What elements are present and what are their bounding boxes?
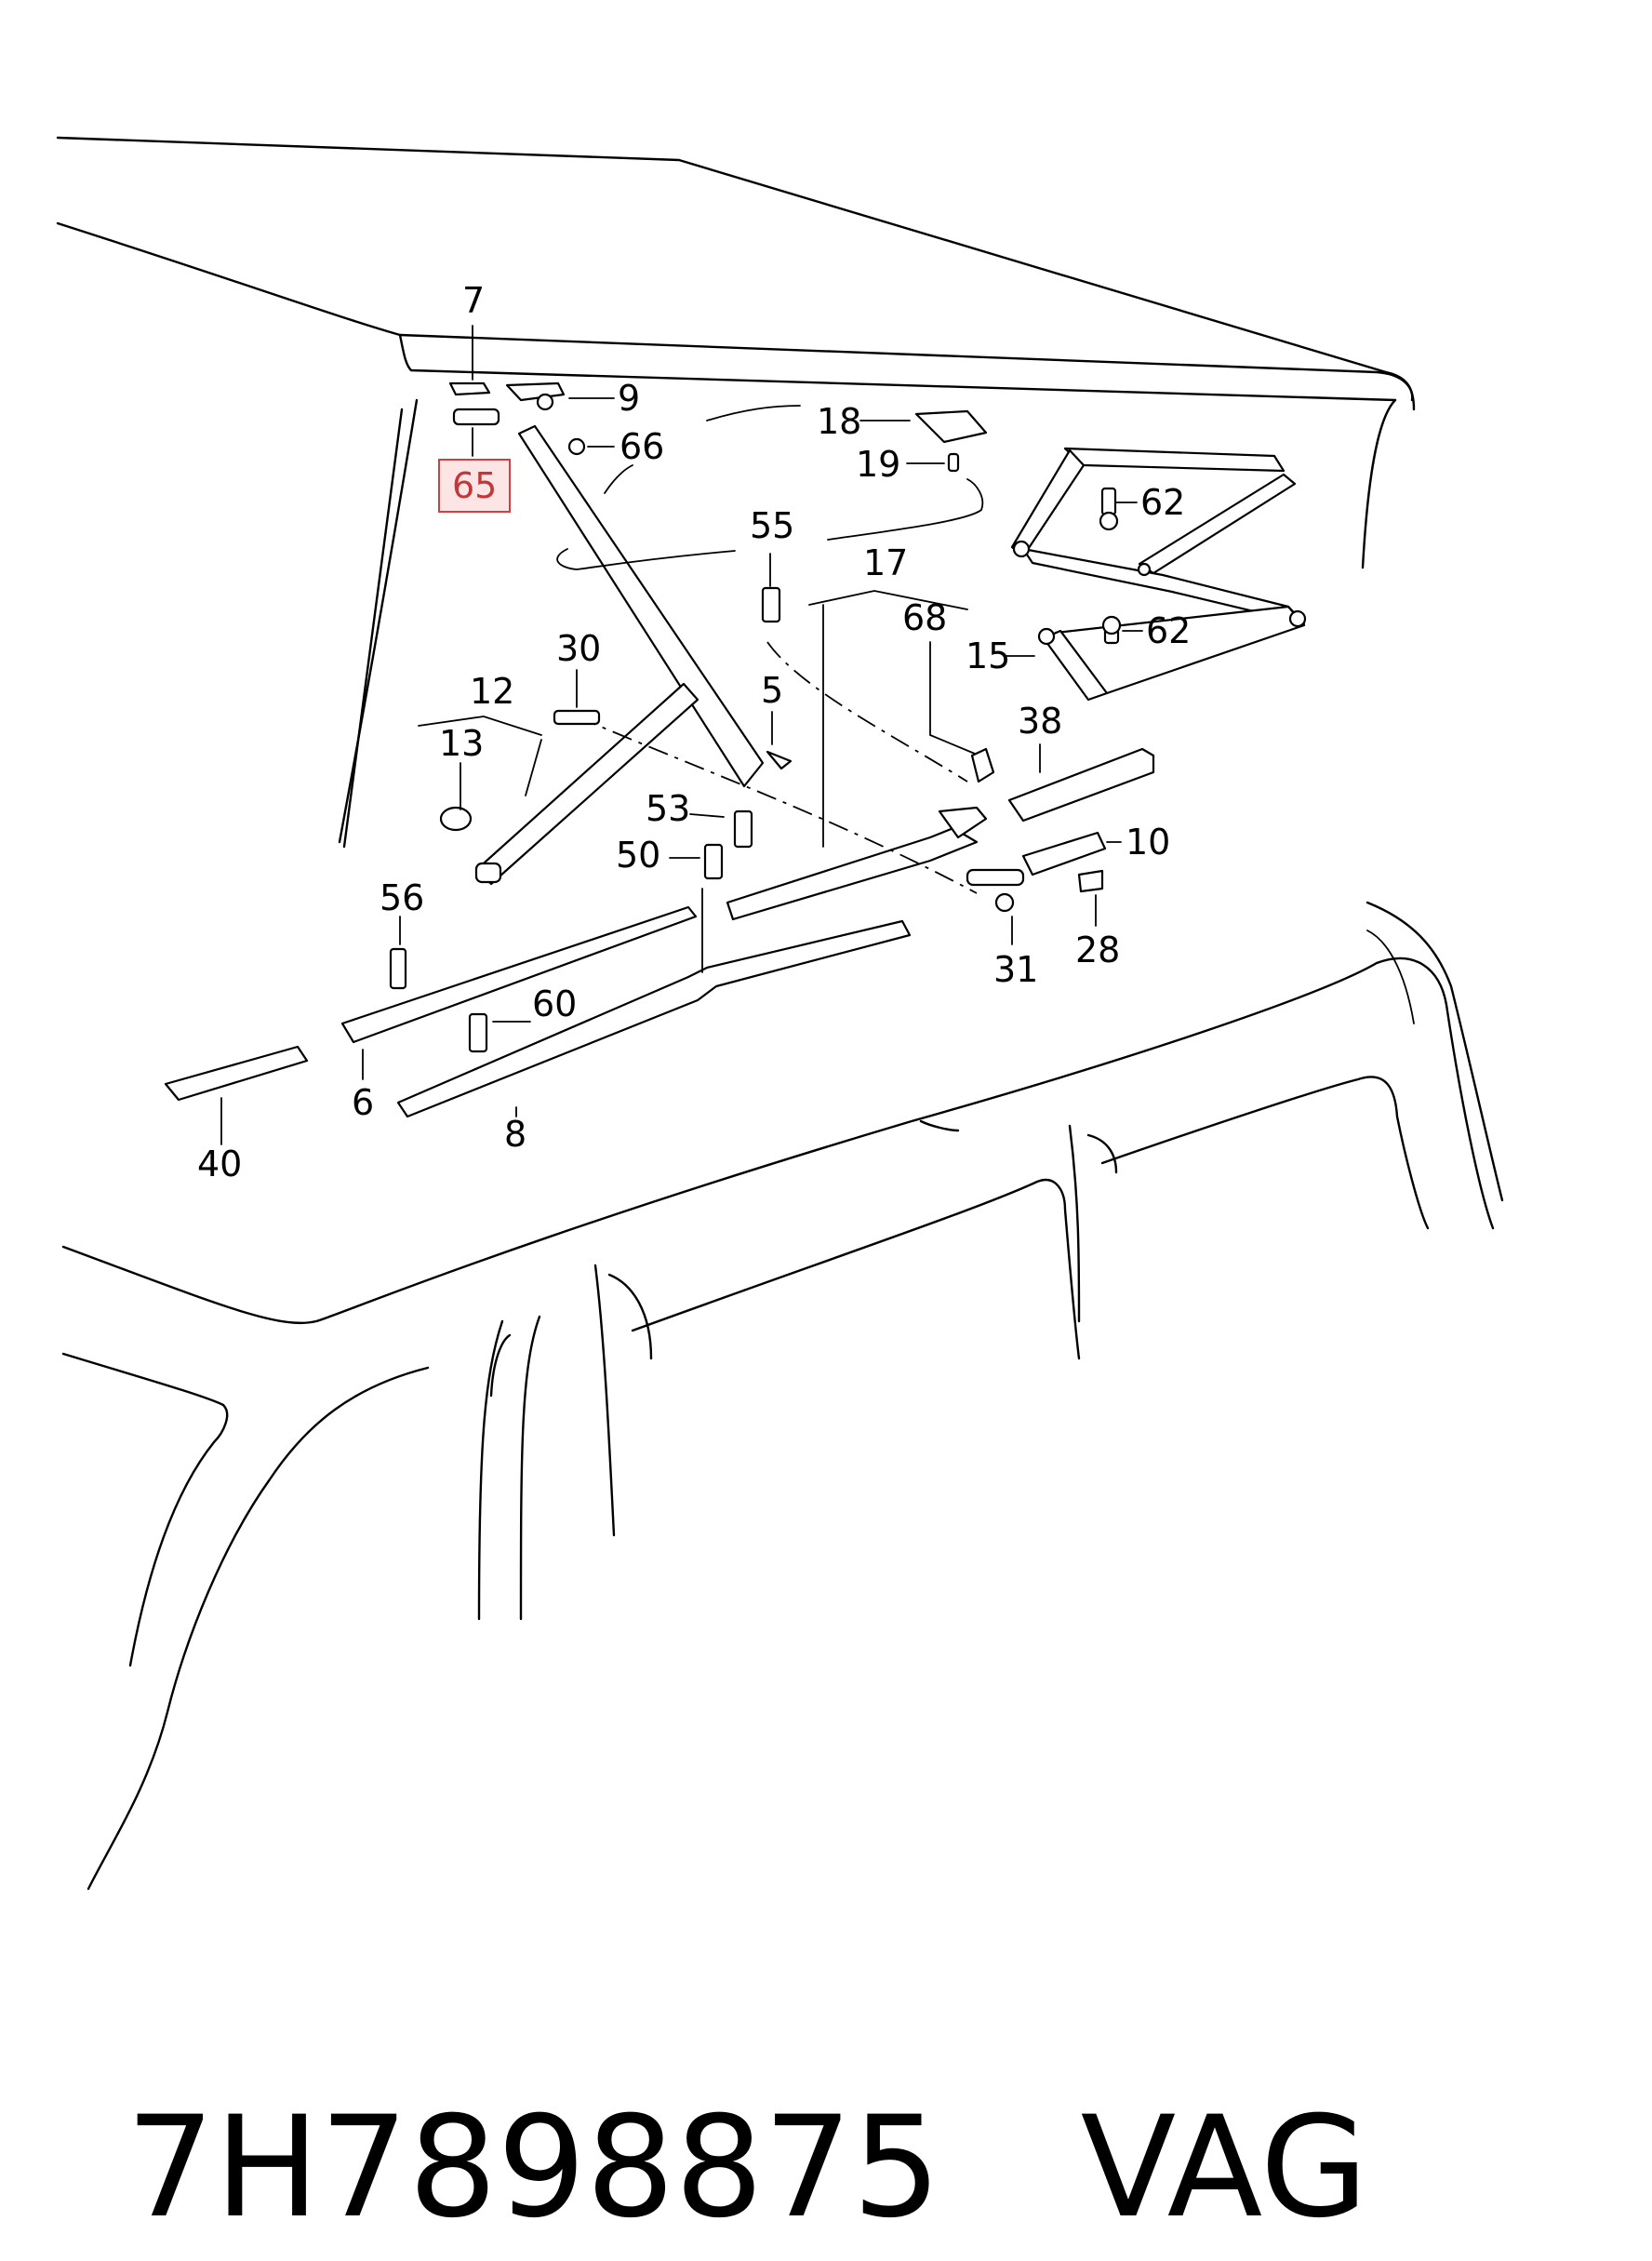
label-53: 53 (646, 788, 690, 829)
label-7: 7 (462, 280, 485, 321)
label-30: 30 (556, 628, 601, 669)
parts-diagram: 7 9 65 66 18 19 62 55 17 62 68 15 30 12 … (56, 136, 1504, 1891)
part-number: 7H7898875 (126, 2087, 941, 2249)
label-17: 17 (863, 542, 908, 583)
label-40: 40 (197, 1144, 242, 1184)
label-15: 15 (966, 635, 1010, 676)
vehicle-outline (56, 136, 1504, 1891)
label-68: 68 (902, 597, 947, 638)
label-38: 38 (1018, 701, 1062, 742)
label-62-bottom: 62 (1146, 610, 1191, 651)
label-65: 65 (452, 465, 497, 506)
label-50: 50 (616, 835, 660, 876)
highlight-box-65 (438, 459, 511, 513)
label-8: 8 (504, 1114, 526, 1155)
label-10: 10 (1126, 822, 1170, 863)
leader-lines (220, 325, 1143, 1145)
label-12: 12 (470, 671, 514, 712)
brand-name: VAG (1080, 2087, 1368, 2249)
label-55: 55 (750, 505, 794, 546)
label-5: 5 (761, 670, 783, 711)
label-13: 13 (439, 723, 484, 764)
label-19: 19 (856, 444, 900, 485)
label-56: 56 (380, 877, 424, 918)
label-66: 66 (620, 426, 664, 467)
label-6: 6 (352, 1082, 374, 1123)
label-62-top: 62 (1140, 482, 1185, 523)
label-60: 60 (532, 983, 577, 1024)
label-28: 28 (1075, 930, 1120, 970)
label-9: 9 (618, 378, 640, 419)
label-18: 18 (817, 401, 861, 442)
footer: 7H7898875 VAG (37, 1889, 1619, 2249)
callout-labels: 7 9 65 66 18 19 62 55 17 62 68 15 30 12 … (197, 280, 1191, 1184)
roof-frame-parts (164, 381, 1307, 1118)
label-31: 31 (993, 949, 1038, 990)
